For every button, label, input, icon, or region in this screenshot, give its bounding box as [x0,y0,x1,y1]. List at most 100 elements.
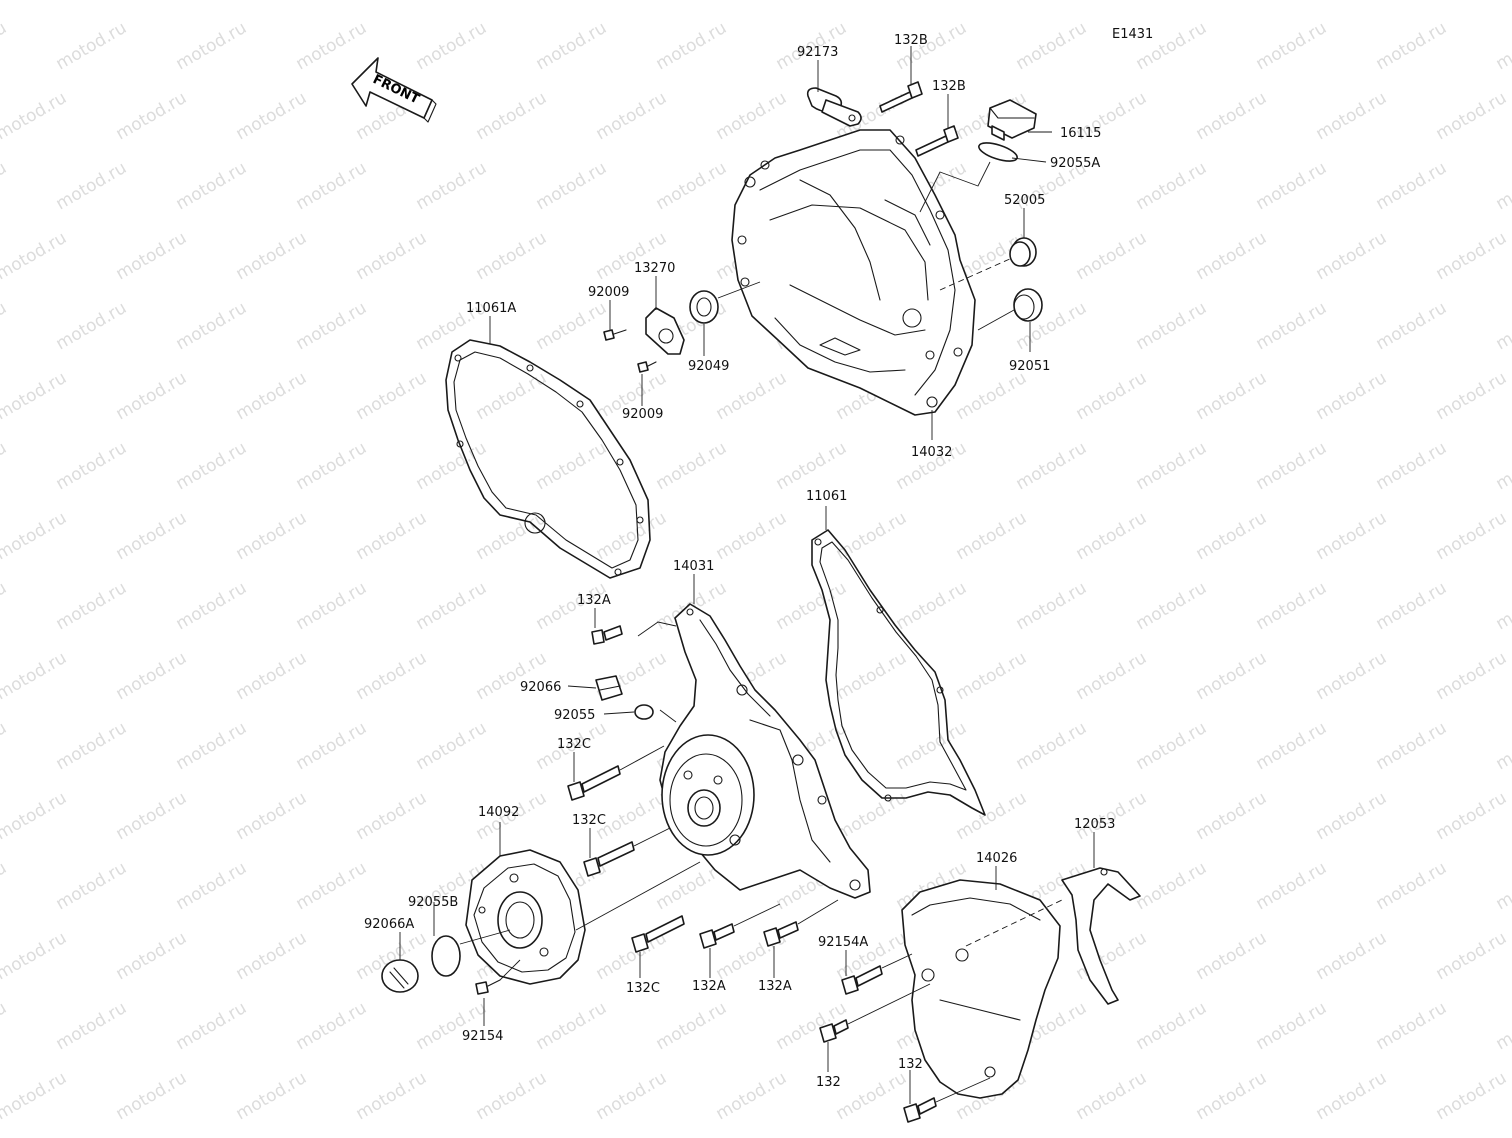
label-132c-lower: 132C [626,981,660,996]
watermark-text: motod.ru [1133,578,1211,634]
label-14092: 14092 [478,805,519,820]
watermark-text: motod.ru [113,1068,191,1124]
watermark-text: motod.ru [353,368,431,424]
watermark-text: motod.ru [0,158,10,214]
watermark-text: motod.ru [293,858,371,914]
watermark-text: motod.ru [953,368,1031,424]
label-132c-middle: 132C [572,813,606,828]
plate-13270 [646,308,684,354]
watermark-text: motod.ru [533,298,611,354]
label-92009-upper: 92009 [588,285,629,300]
watermark-text: motod.ru [1133,858,1211,914]
watermark-text: motod.ru [293,158,371,214]
watermark-text: motod.ru [173,438,251,494]
label-132a-upper: 132A [577,593,611,608]
watermark-text: motod.ru [413,158,491,214]
watermark-text: motod.ru [1433,0,1511,4]
screw-92154 [476,980,500,994]
watermark-text: motod.ru [353,1068,431,1124]
watermark-text: motod.ru [473,228,551,284]
watermark-text: motod.ru [53,18,131,74]
watermark-text: motod.ru [1313,788,1391,844]
watermark-text: motod.ru [293,578,371,634]
label-13270: 13270 [634,261,675,276]
watermark-text: motod.ru [1433,88,1511,144]
watermark-text: motod.ru [1193,928,1271,984]
watermark-text: motod.ru [1193,368,1271,424]
watermark-text: motod.ru [0,578,10,634]
gasket-11061 [812,530,985,815]
watermark-text: motod.ru [53,858,131,914]
o-ring-92055a [977,139,1019,165]
watermark-text: motod.ru [233,368,311,424]
watermark-text: motod.ru [1433,788,1511,844]
watermark-text: motod.ru [173,18,251,74]
watermark-text: motod.ru [1493,298,1512,354]
label-92009-lower: 92009 [622,407,663,422]
o-ring-92055b [432,936,460,976]
watermark-text: motod.ru [293,718,371,774]
watermark-text: motod.ru [0,368,70,424]
watermark-text: motod.ru [1193,0,1271,4]
watermark-text: motod.ru [233,648,311,704]
watermark-text: motod.ru [533,998,611,1054]
watermark-text: motod.ru [353,788,431,844]
watermark-text: motod.ru [293,18,371,74]
watermark-text: motod.ru [1013,18,1091,74]
watermark-text: motod.ru [1373,998,1451,1054]
watermark-text: motod.ru [233,1068,311,1124]
watermark-text: motod.ru [1313,0,1391,4]
oil-seal-92049 [690,291,718,323]
watermark-text: motod.ru [53,298,131,354]
watermark-text: motod.ru [113,648,191,704]
label-52005: 52005 [1004,193,1045,208]
watermark-text: motod.ru [0,508,70,564]
watermark-text: motod.ru [53,438,131,494]
watermark-text: motod.ru [893,578,971,634]
label-132b-lower: 132B [932,79,966,94]
watermark-text: motod.ru [1253,998,1331,1054]
label-132b-upper: 132B [894,33,928,48]
watermark-text: motod.ru [53,998,131,1054]
diagram-code: E1431 [1112,27,1153,42]
watermark-text: motod.ru [53,718,131,774]
watermark-text: motod.ru [0,438,10,494]
watermark-text: motod.ru [653,18,731,74]
watermark-text: motod.ru [833,1068,911,1124]
watermark-text: motod.ru [713,368,791,424]
watermark-text: motod.ru [1253,858,1331,914]
watermark-text: motod.ru [233,228,311,284]
watermark-text: motod.ru [713,0,791,4]
watermark-text: motod.ru [653,998,731,1054]
watermark-text: motod.ru [233,928,311,984]
watermark-text: motod.ru [353,648,431,704]
watermark-text: motod.ru [1253,18,1331,74]
watermark-text: motod.ru [1373,298,1451,354]
watermark-text: motod.ru [413,998,491,1054]
watermark-text: motod.ru [0,788,70,844]
watermark-text: motod.ru [953,508,1031,564]
label-12053: 12053 [1074,817,1115,832]
label-92066: 92066 [520,680,561,695]
watermark-text: motod.ru [0,928,70,984]
watermark-text: motod.ru [1013,718,1091,774]
watermark-text: motod.ru [1253,718,1331,774]
screw-92009-lower [638,362,656,372]
watermark-text: motod.ru [173,998,251,1054]
watermark-text: motod.ru [0,298,10,354]
bolt-132b-lower [916,126,958,156]
watermark-text: motod.ru [413,578,491,634]
watermark-text: motod.ru [1373,438,1451,494]
watermark-text: motod.ru [1433,508,1511,564]
watermark-text: motod.ru [113,928,191,984]
bolt-132c-upper [568,766,620,800]
screw-92009-upper [604,330,626,340]
label-14026: 14026 [976,851,1017,866]
watermark-text: motod.ru [593,88,671,144]
watermark-text: motod.ru [1013,578,1091,634]
bolt-132-lower [904,1098,936,1122]
watermark-text: motod.ru [1253,158,1331,214]
